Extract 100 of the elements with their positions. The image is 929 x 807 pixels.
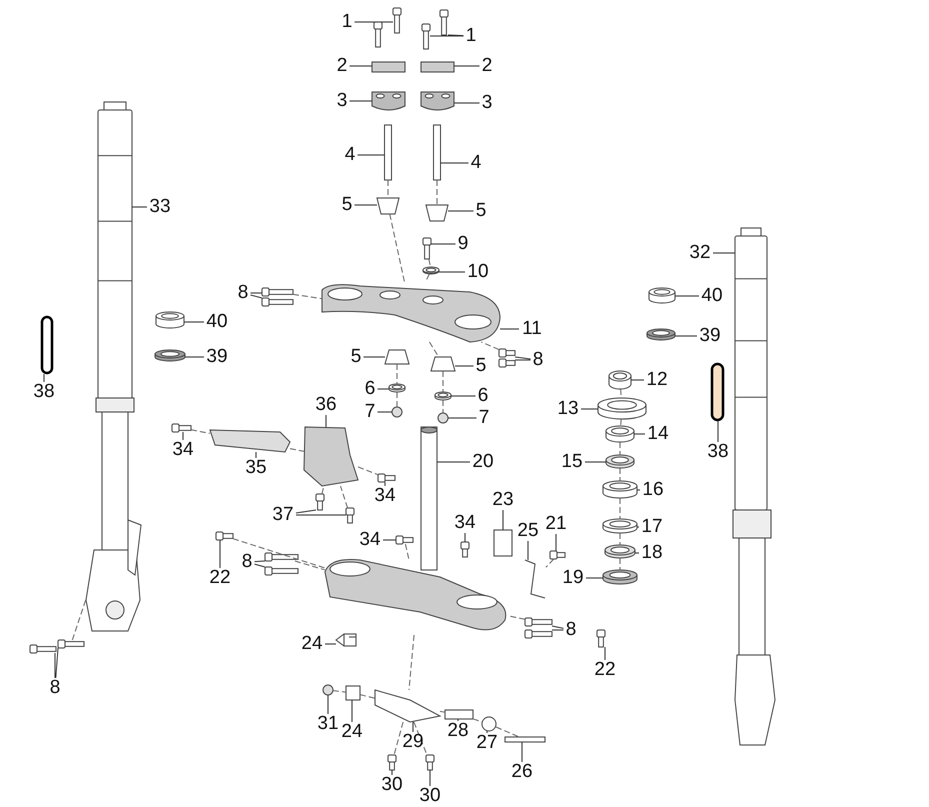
center-line	[442, 400, 444, 414]
callout-number: 2	[334, 56, 350, 76]
callout-number: 22	[592, 660, 618, 680]
callout-number: 38	[705, 442, 731, 462]
callout-number: 39	[204, 347, 230, 367]
dust-seal	[602, 570, 638, 584]
callout-number: 21	[543, 514, 569, 534]
callout-number: 6	[362, 379, 378, 399]
callout-number: 4	[342, 145, 358, 165]
center-line	[72, 598, 86, 640]
bolt	[346, 508, 354, 524]
leader-line	[580, 408, 598, 410]
callout-number: 32	[687, 243, 713, 263]
riser-clamp	[420, 92, 454, 110]
callout-number: 25	[515, 521, 541, 541]
leader-line	[377, 388, 390, 390]
callout-number: 8	[240, 552, 254, 572]
leader-line	[634, 552, 640, 554]
callout-number: 34	[357, 530, 383, 550]
center-line	[396, 392, 398, 408]
callout-number: 17	[639, 517, 665, 537]
bolt	[388, 754, 396, 770]
leader-line	[604, 646, 606, 660]
center-line	[290, 448, 304, 452]
bolt	[550, 550, 566, 560]
washer	[422, 266, 440, 274]
bolt	[498, 358, 516, 368]
seal-ring	[154, 350, 186, 362]
leader-line	[250, 294, 262, 298]
rubber-bushing	[384, 350, 410, 364]
seal-ring	[646, 328, 676, 340]
center-line	[440, 710, 446, 713]
callout-number: 2	[480, 56, 494, 76]
flanged-bolt	[335, 634, 356, 646]
leader-line	[182, 432, 184, 440]
bolt	[498, 348, 516, 358]
leader-line	[349, 100, 372, 102]
callout-number: 5	[340, 195, 354, 215]
leader-line	[552, 626, 564, 629]
center-line	[396, 364, 398, 384]
callout-number: 3	[480, 93, 494, 113]
callout-number: 5	[474, 201, 488, 221]
center-line	[620, 418, 622, 426]
riser-shaft	[433, 124, 441, 180]
sleeve	[444, 710, 474, 720]
bolt	[316, 494, 324, 510]
leader-line	[184, 356, 204, 358]
callout-number: 8	[48, 678, 62, 698]
callout-number: 36	[313, 395, 339, 415]
bolt	[262, 288, 294, 296]
center-line	[340, 486, 348, 508]
callout-number: 30	[417, 786, 443, 806]
leader-line	[440, 162, 469, 164]
callout-number: 13	[555, 399, 581, 419]
callout-number: 1	[464, 26, 478, 46]
center-line	[389, 214, 405, 282]
mount-plate	[374, 689, 442, 723]
leader-line	[712, 252, 736, 254]
rubber-bushing	[376, 198, 400, 214]
bolt	[262, 298, 294, 306]
callout-number: 1	[340, 12, 354, 32]
lower-triple-clamp	[324, 559, 506, 630]
callout-number: 20	[470, 452, 496, 472]
fork-slider	[86, 398, 142, 632]
cover-bracket	[304, 426, 359, 487]
leader-line	[54, 652, 56, 678]
bolt	[30, 644, 56, 654]
center-line	[480, 342, 500, 350]
leader-line	[454, 102, 480, 104]
callout-number: 39	[697, 326, 723, 346]
callout-number: 18	[639, 543, 665, 563]
leader-line	[363, 356, 386, 358]
callout-number: 34	[372, 486, 398, 506]
callout-number: 22	[207, 568, 233, 588]
callout-number: 33	[147, 197, 173, 217]
center-line	[321, 486, 324, 494]
center-line	[232, 538, 326, 569]
callout-number: 12	[644, 370, 670, 390]
callout-number: 24	[299, 634, 325, 654]
center-line	[292, 294, 322, 300]
fork-tube	[734, 228, 768, 510]
leader-line	[500, 328, 520, 330]
o-ring	[40, 316, 54, 374]
nut	[438, 412, 448, 424]
bolt	[374, 22, 382, 48]
bushing	[482, 716, 496, 732]
clamp-cap	[420, 62, 454, 72]
center-line	[510, 616, 526, 620]
callout-number: 34	[170, 440, 196, 460]
center-line	[496, 726, 520, 738]
washer	[388, 384, 406, 392]
callout-number: 5	[474, 356, 488, 376]
bolt	[524, 618, 552, 626]
bearing-race	[602, 480, 638, 498]
leader-line	[55, 648, 58, 678]
callout-number: 5	[348, 347, 364, 367]
bearing-race	[606, 426, 634, 442]
rubber-bushing	[430, 356, 456, 372]
leader-line	[254, 560, 266, 562]
leader-line	[486, 730, 488, 734]
